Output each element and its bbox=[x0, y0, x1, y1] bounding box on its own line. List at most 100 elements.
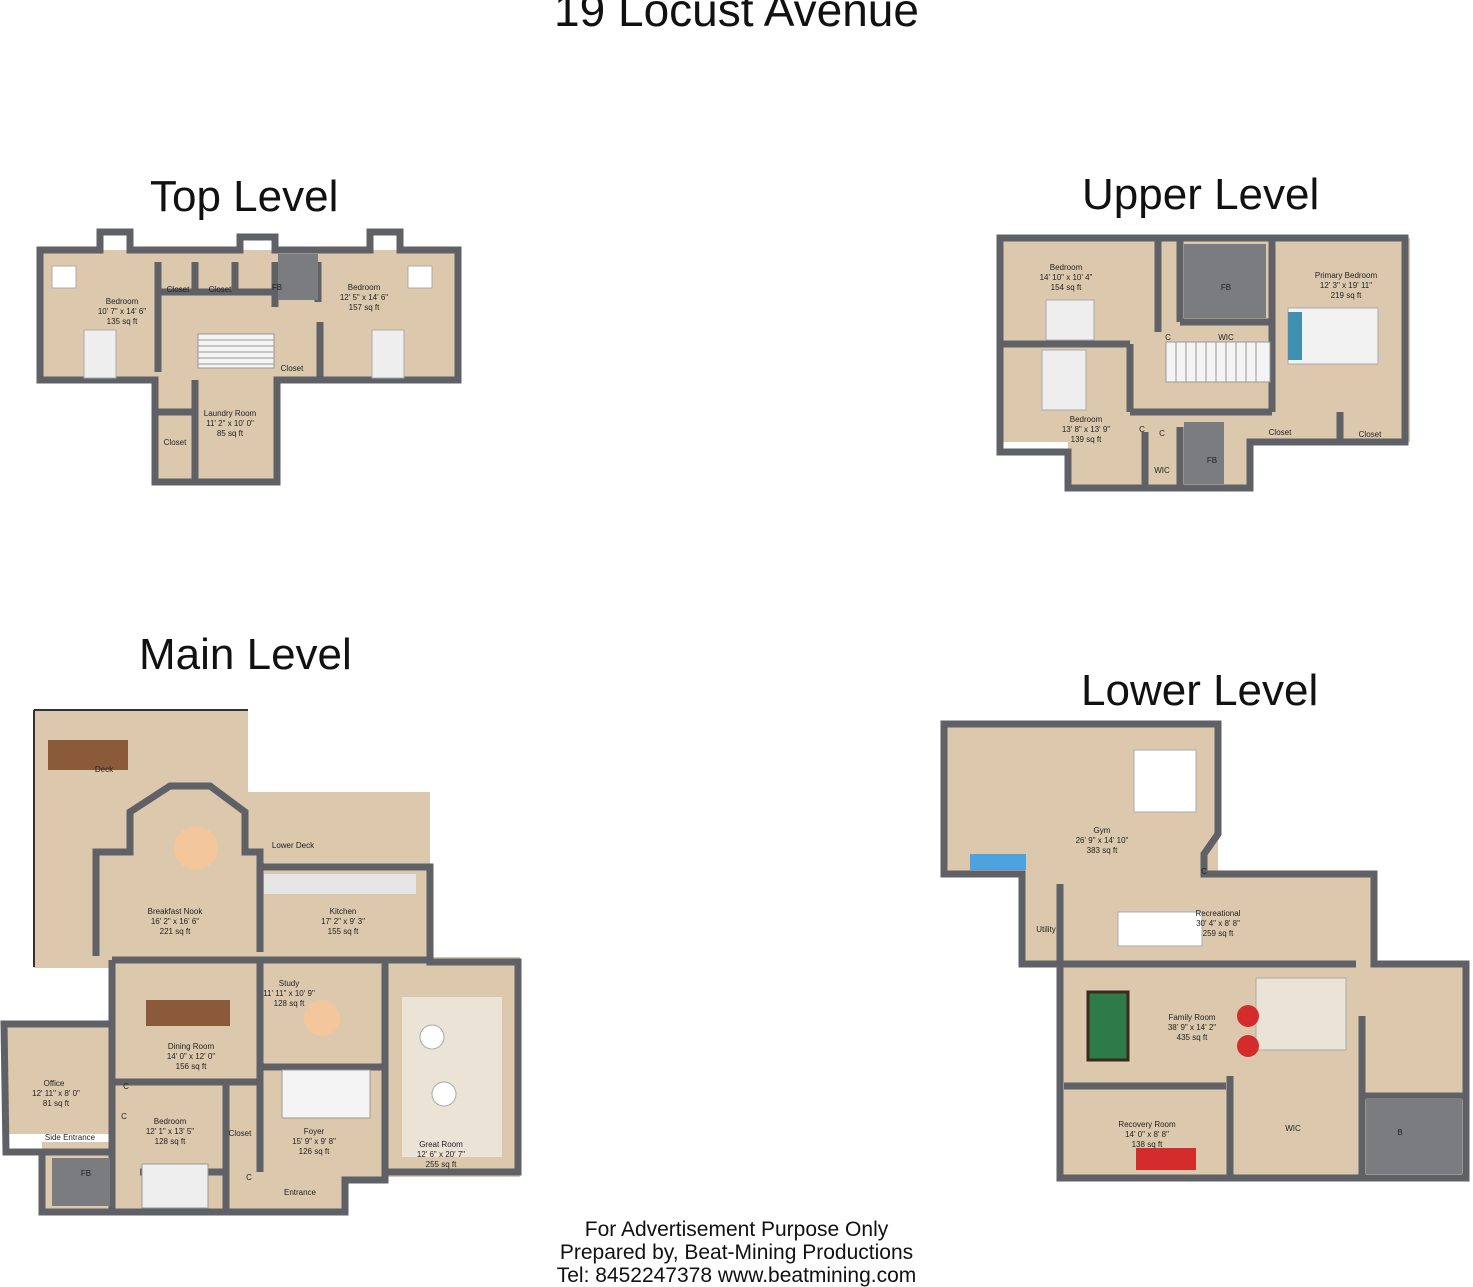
lower-level-plan: Gym 26' 9" x 14' 10" 383 sq ft C Utility… bbox=[936, 716, 1472, 1186]
lower-b-tile bbox=[1366, 1098, 1462, 1174]
main-kitchen-dims: 17' 2" x 9' 3" bbox=[321, 917, 365, 926]
main-c-3-name: C bbox=[246, 1173, 252, 1182]
top-closet-3-name: Closet bbox=[281, 364, 304, 373]
lower-c-name: C bbox=[1201, 867, 1207, 876]
top-bedroom-2-dims: 12' 5" x 14' 6" bbox=[340, 293, 388, 302]
top-laundry-area: 85 sq ft bbox=[217, 429, 244, 438]
upper-bedroom-2-dims: 13' 8" x 13' 9" bbox=[1062, 425, 1110, 434]
upper-fb-tile-1 bbox=[1184, 244, 1266, 318]
main-bedroom-dims: 12' 1" x 13' 5" bbox=[146, 1127, 194, 1136]
footer-preparer: Prepared by, Beat-Mining Productions bbox=[559, 1241, 914, 1264]
main-office-dims: 12' 11" x 8' 0" bbox=[32, 1089, 80, 1098]
main-great-room-dims: 12' 6" x 20' 7" bbox=[417, 1150, 465, 1159]
upper-c-1-name: C bbox=[1165, 333, 1171, 342]
main-deck-rail bbox=[33, 709, 248, 967]
upper-wic-1-name: WIC bbox=[1218, 333, 1234, 342]
top-furniture bbox=[51, 265, 433, 379]
lower-gym-dims: 26' 9" x 14' 10" bbox=[1076, 836, 1129, 845]
top-bedroom-2-area: 157 sq ft bbox=[349, 303, 380, 312]
upper-primary-dims: 12' 3" x 19' 11" bbox=[1320, 281, 1372, 290]
main-side-entrance-name: Side Entrance bbox=[45, 1133, 96, 1142]
main-study-dims: 11' 11" x 10' 9" bbox=[263, 989, 315, 998]
main-dining-name: Dining Room bbox=[168, 1042, 215, 1051]
main-dining-dims: 14' 0" x 12' 0" bbox=[167, 1052, 215, 1061]
footer-contact: Tel: 8452247378 www.beatmining.com bbox=[556, 1264, 917, 1287]
lower-family-dims: 38' 9" x 14' 2" bbox=[1168, 1023, 1216, 1032]
lower-gym-name: Gym bbox=[1094, 826, 1111, 835]
top-closet-2-name: Closet bbox=[209, 285, 232, 294]
upper-bedroom-1-name: Bedroom bbox=[1050, 263, 1083, 272]
upper-bedroom-1-area: 154 sq ft bbox=[1051, 283, 1082, 292]
top-bedroom-1-name: Bedroom bbox=[106, 297, 139, 306]
upper-primary-area: 219 sq ft bbox=[1331, 291, 1362, 300]
main-kitchen-area: 155 sq ft bbox=[328, 927, 359, 936]
main-breakfast-area: 221 sq ft bbox=[160, 927, 191, 936]
top-fb-name: FB bbox=[272, 283, 282, 292]
top-bedroom-1-area: 135 sq ft bbox=[107, 317, 138, 326]
lower-recovery-name: Recovery Room bbox=[1118, 1120, 1176, 1129]
upper-bedroom-2-name: Bedroom bbox=[1070, 415, 1103, 424]
upper-fb-2-name: FB bbox=[1207, 456, 1217, 465]
upper-fb-tile-2 bbox=[1184, 422, 1224, 484]
upper-c-3-name: C bbox=[1159, 429, 1165, 438]
top-closet-4-name: Closet bbox=[164, 438, 187, 447]
main-fb-name: FB bbox=[81, 1169, 91, 1178]
top-closet-1-name: Closet bbox=[167, 285, 190, 294]
main-study-name: Study bbox=[279, 979, 299, 988]
upper-wic-2-name: WIC bbox=[1154, 466, 1170, 475]
top-fb-tile bbox=[278, 254, 318, 300]
lower-furniture bbox=[970, 749, 1347, 1170]
upper-bedroom-2-area: 139 sq ft bbox=[1071, 435, 1102, 444]
lower-utility-name: Utility bbox=[1036, 925, 1056, 934]
top-laundry-name: Laundry Room bbox=[204, 409, 257, 418]
main-foyer-dims: 15' 9" x 9' 8" bbox=[292, 1137, 336, 1146]
main-foyer-name: Foyer bbox=[304, 1127, 325, 1136]
upper-primary-name: Primary Bedroom bbox=[1315, 271, 1378, 280]
main-closet-name: Closet bbox=[229, 1129, 252, 1138]
footer-disclaimer: For Advertisement Purpose Only bbox=[584, 1218, 889, 1241]
main-bedroom-area: 128 sq ft bbox=[155, 1137, 186, 1146]
main-foyer-area: 126 sq ft bbox=[299, 1147, 330, 1156]
main-kitchen-name: Kitchen bbox=[330, 907, 357, 916]
main-office-area: 81 sq ft bbox=[43, 1099, 70, 1108]
upper-closet-1-name: Closet bbox=[1269, 428, 1292, 437]
main-bedroom-name: Bedroom bbox=[154, 1117, 187, 1126]
lower-recovery-area: 138 sq ft bbox=[1132, 1140, 1163, 1149]
top-bedroom-1-dims: 10' 7" x 14' 6" bbox=[98, 307, 146, 316]
upper-furniture bbox=[1041, 299, 1379, 411]
upper-level-walls bbox=[996, 234, 1409, 492]
upper-closet-2-name: Closet bbox=[1359, 430, 1382, 439]
main-entrance-name: Entrance bbox=[284, 1188, 317, 1197]
top-stairs bbox=[197, 333, 275, 369]
lower-level-walls bbox=[940, 720, 1470, 1182]
top-level-plan: Bedroom 10' 7" x 14' 6" 135 sq ft Closet… bbox=[30, 222, 470, 492]
lower-recovery-dims: 14' 0" x 8' 8" bbox=[1125, 1130, 1169, 1139]
footer-credits: For Advertisement Purpose Only Prepared … bbox=[0, 1218, 1473, 1287]
upper-fb-1-name: FB bbox=[1221, 283, 1231, 292]
lower-family-area: 435 sq ft bbox=[1177, 1033, 1208, 1042]
main-lower-deck-name: Lower Deck bbox=[272, 841, 315, 850]
main-dining-area: 156 sq ft bbox=[176, 1062, 207, 1071]
upper-stairs bbox=[1165, 341, 1271, 383]
upper-level-title: Upper Level bbox=[1082, 170, 1320, 219]
upper-c-2-name: C bbox=[1139, 425, 1145, 434]
top-level-title: Top Level bbox=[150, 172, 339, 221]
lower-b-name: B bbox=[1397, 1128, 1402, 1137]
main-level-plan: Deck Lower Deck Breakfast Nook 16' 2" x … bbox=[0, 702, 530, 1217]
upper-level-plan: Bedroom 14' 10" x 10' 4" 154 sq ft FB Pr… bbox=[990, 232, 1420, 497]
lower-recreational-area: 259 sq ft bbox=[1203, 929, 1234, 938]
main-level-title: Main Level bbox=[139, 630, 352, 679]
lower-level-title: Lower Level bbox=[1081, 666, 1319, 715]
top-bedroom-2-name: Bedroom bbox=[348, 283, 381, 292]
main-office-name: Office bbox=[44, 1079, 65, 1088]
lower-family-name: Family Room bbox=[1168, 1013, 1215, 1022]
lower-gym-area: 383 sq ft bbox=[1087, 846, 1118, 855]
main-breakfast-dims: 16' 2" x 16' 6" bbox=[151, 917, 199, 926]
lower-wic-name: WIC bbox=[1285, 1124, 1301, 1133]
main-furniture bbox=[48, 740, 502, 1209]
lower-recreational-name: Recreational bbox=[1196, 909, 1241, 918]
main-great-room-area: 255 sq ft bbox=[426, 1160, 457, 1169]
upper-bedroom-1-dims: 14' 10" x 10' 4" bbox=[1040, 273, 1093, 282]
page-title: 19 Locust Avenue bbox=[554, 0, 919, 36]
lower-recreational-dims: 30' 4" x 8' 8" bbox=[1196, 919, 1240, 928]
